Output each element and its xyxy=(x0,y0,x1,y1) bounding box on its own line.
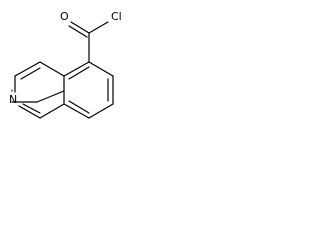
bond-1 xyxy=(39,61,65,77)
bond-5 xyxy=(39,103,65,119)
nitrogen-label: N xyxy=(9,93,17,106)
bond-10 xyxy=(88,103,114,119)
oxygen-label: O xyxy=(60,10,69,23)
bond-4 xyxy=(18,105,41,119)
bond-carbonyl-o xyxy=(70,21,90,34)
isoquinoline-acid-chloride-structure: O Cl N xyxy=(9,10,122,119)
structure-canvas: O Cl N xyxy=(0,0,156,152)
chlorine-label: Cl xyxy=(111,10,122,23)
bond-11-inner xyxy=(68,100,90,114)
bond-2-inner xyxy=(20,67,41,80)
bonds xyxy=(14,21,114,119)
bond-2 xyxy=(14,61,41,77)
bond-7 xyxy=(63,61,90,77)
bond-4-inner xyxy=(22,103,41,114)
bond-carbonyl-o-double xyxy=(68,25,88,38)
bond-carbonyl-cl xyxy=(88,21,109,34)
bond-c8a-c1 xyxy=(36,90,65,103)
bond-8 xyxy=(88,61,114,77)
bond-7-inner xyxy=(68,66,90,80)
left-ring xyxy=(11,89,65,103)
bond-11 xyxy=(63,103,90,119)
